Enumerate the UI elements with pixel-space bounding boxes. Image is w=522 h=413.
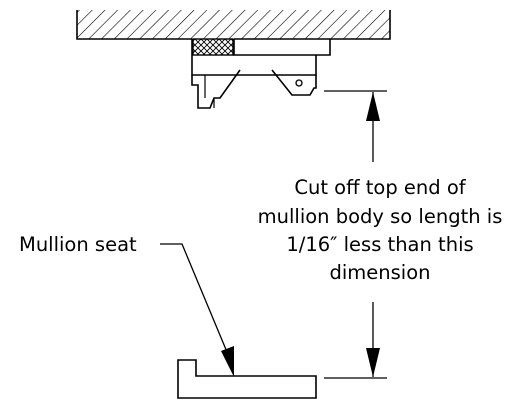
seat-leader xyxy=(160,243,228,353)
dimension-line xyxy=(366,92,380,377)
header-outline xyxy=(76,10,391,40)
mullion-top-outline xyxy=(191,55,317,76)
sealant-block xyxy=(192,38,234,56)
screw-boss xyxy=(295,79,303,87)
mullion-top-body xyxy=(191,69,317,109)
seat-callout: Mullion seat xyxy=(19,233,234,377)
header-hatch xyxy=(77,10,390,39)
header-section xyxy=(76,10,391,56)
cut-note: Cut off top end of mullion body so lengt… xyxy=(258,176,503,284)
cut-note-line-2: mullion body so length is xyxy=(258,205,503,228)
seat-leader-arrow xyxy=(221,346,234,377)
mullion-top-profile xyxy=(191,55,317,109)
cut-note-line-4: dimension xyxy=(329,261,430,284)
dimension-arrow-up xyxy=(366,92,380,121)
cut-note-line-1: Cut off top end of xyxy=(294,176,466,199)
seat-label: Mullion seat xyxy=(19,233,137,256)
mullion-top-inner xyxy=(204,75,215,108)
mullion-seat xyxy=(177,359,317,399)
dimension-arrow-down xyxy=(366,348,380,377)
header-stop-outline xyxy=(191,39,331,56)
cut-note-line-3: 1/16″ less than this xyxy=(286,233,473,256)
